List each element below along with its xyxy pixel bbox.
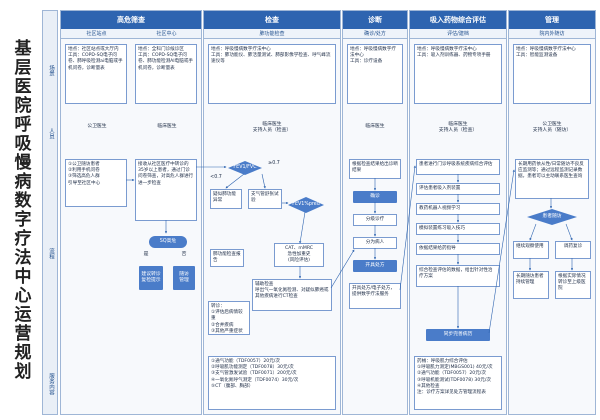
process-box: 接收从社区医疗中转诊的35岁以上患者，通过门诊问卷筛查，对高危人群进行进一步检查 xyxy=(135,159,197,221)
people-label: 公卫医生 xyxy=(87,124,107,129)
subheader: 确诊/处方 xyxy=(343,29,407,39)
connector xyxy=(529,223,537,241)
column-management: 管理 院内外随访 地点：呼吸慢病数字疗法中心 工具：智能监测设备 公卫医生 支持… xyxy=(508,10,596,415)
people-label: 临床医生 xyxy=(157,124,177,129)
scene-box: 地点：社区站点或大厅内 工具：COPD-SQ电子问卷、肺呼吸检测ai电脑或手机问… xyxy=(65,44,127,104)
connector xyxy=(565,223,573,241)
auxiliary-exam-box: 辅助检查 呼出气一氧化氮检测、对疑似肺癌或其他疾病进行CT检查 xyxy=(252,279,332,311)
connector xyxy=(488,169,515,334)
column-header: 高危筛查 xyxy=(61,11,201,29)
fev1pred-decision: FEV1%pred xyxy=(288,197,324,213)
assessment-step-final: 同步完善病历 xyxy=(426,329,490,341)
people-label: 临床医生 xyxy=(365,124,385,129)
referral-box: 根据实际情况转诊至上级医院 xyxy=(555,271,591,299)
followup-node: 随访 管理 xyxy=(173,266,195,290)
row-label-column: 场景 人员 流程 服务内容 xyxy=(42,10,58,415)
people-label: 临床医生 支持人员（检查） xyxy=(438,122,478,134)
subheader: 肺功能检查 xyxy=(204,29,340,39)
lt-label: <0.7 xyxy=(210,175,222,180)
subheader: 社区中心 xyxy=(132,29,201,39)
long-term-box: 长期随访患者持续管理 xyxy=(513,271,549,299)
continue-box: 继续观察使用 xyxy=(513,241,549,259)
title-column: 基层医院呼吸慢病数字疗法中心运营规划 xyxy=(0,0,42,420)
service-box: 药械：呼吸肌力综合评估 ①呼吸肌力测定(MBGS001) 40元/次 ②通气功能… xyxy=(414,356,502,410)
subheader: 评估/建档 xyxy=(410,29,506,39)
subheader: 社区站点 xyxy=(61,29,132,39)
process-box: ①公卫随访患者 ②利用手机问卷 ③筛选高危人群 引导至社区中心 xyxy=(65,159,127,207)
row-label-people: 人员 xyxy=(48,128,54,139)
people-label: 临床医生 支持人员（检查） xyxy=(252,122,292,134)
sq-risk-node: SQ高危 xyxy=(149,236,187,248)
scene-box: 地点：呼吸慢病数字疗法中心 工具：肺功能仪、肺活量测试、肺部影像学检查、呼气峰流… xyxy=(208,44,336,104)
people-label: 公卫医生 支持人员（随访） xyxy=(532,122,572,134)
row-label-service: 服务内容 xyxy=(48,372,54,395)
connector xyxy=(225,173,245,189)
connector xyxy=(261,173,266,189)
prescription-node: 开具处方 xyxy=(353,260,397,272)
scene-box: 地点：全科门诊候诊区 工具：COPD-SQ电子问卷、肺功能检测AI电脑或手机问卷… xyxy=(135,44,197,104)
adjust-box: 调药复诊 xyxy=(555,241,591,259)
connector xyxy=(399,165,416,291)
connector xyxy=(330,249,355,289)
scene-box: 地点：呼吸慢病数字疗法中心 工具：吸入剂训练器、药物专项手册 xyxy=(414,44,502,104)
column-assessment: 吸入药物综合评估 评估/建档 地点：呼吸慢病数字疗法中心 工具：吸入剂训练器、药… xyxy=(409,10,507,415)
column-screening: 高危筛查 社区站点 社区中心 地点：社区站点或大厅内 工具：COPD-SQ电子问… xyxy=(60,10,202,415)
row-label-process: 流程 xyxy=(48,248,54,259)
abnormal-box: 疑似肺功能异常 xyxy=(210,189,242,209)
column-header: 吸入药物综合评估 xyxy=(410,11,506,29)
risk-assessment-box: CAT、mMRC 急性加重史 (风险评估) xyxy=(274,243,324,267)
scene-box: 地点：呼吸慢病数字疗法中心 工具：智能监测设备 xyxy=(513,44,591,104)
report-box: 肺功能检查报告 xyxy=(210,249,244,267)
subheader: 院内外随访 xyxy=(509,29,595,39)
scene-box: 地点：呼吸慢病数字疗法中心 工具：诊疗设备 xyxy=(347,44,403,104)
no-label: 否 xyxy=(181,252,187,257)
column-header: 检查 xyxy=(204,11,340,29)
refer-node: 建议转诊 复检提示 xyxy=(139,266,163,290)
page-title: 基层医院呼吸慢病数字疗法中心运营规划 xyxy=(10,39,31,381)
column-header: 诊断 xyxy=(343,11,407,29)
confirm-node: 确诊 xyxy=(353,191,397,203)
column-header: 管理 xyxy=(509,11,595,29)
followup-box: 长期用药依从性/日常随访不良反应监测等；通过远程监测记录数据，患者可以主动联系医… xyxy=(515,159,589,199)
bronchodilation-box: 支气管舒张试验 xyxy=(248,189,282,209)
digital-therapy-box: 开具处方/电子处方，提供数字疗法服务 xyxy=(349,283,401,309)
fev1-fvc-decision: FEV1/FVC xyxy=(228,161,262,175)
connector xyxy=(299,211,306,244)
followup-decision: 患者随访 xyxy=(527,209,577,225)
ge-label: ≥0.7 xyxy=(268,161,280,166)
referral-note: 转诊： ①评估后病情较重 ②合并疾病 ③其他严重症状 xyxy=(208,301,250,335)
row-label-scene: 场景 xyxy=(48,64,54,76)
column-exam: 检查 肺功能检查 地点：呼吸慢病数字疗法中心 工具：肺功能仪、肺活量测试、肺部影… xyxy=(203,10,341,415)
service-box: ①通气功能（TDF0057）20元/次 ②呼吸肌功能测定（TDF0078）30元… xyxy=(208,356,336,410)
yes-label: 是 xyxy=(143,252,149,257)
